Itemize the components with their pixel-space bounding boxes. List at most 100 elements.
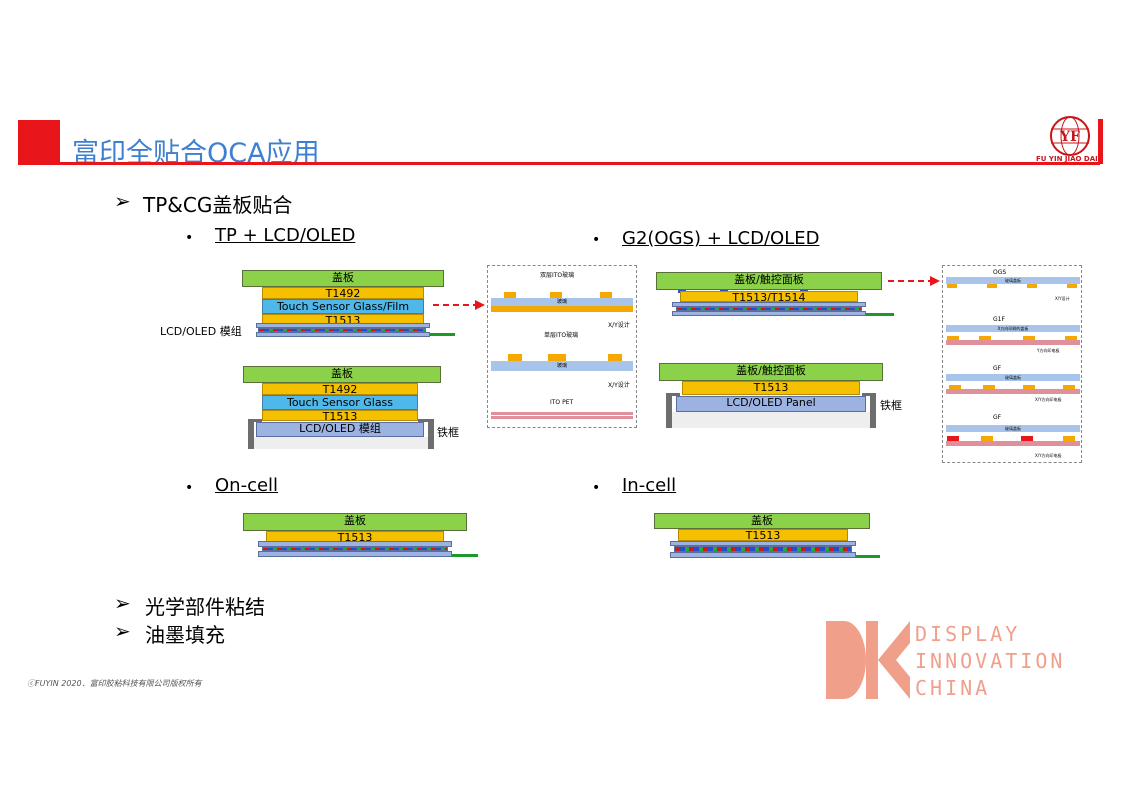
- iron-frame-right: [428, 421, 434, 449]
- iron-frame-right: [870, 394, 876, 428]
- cover-touch-layer: 盖板/触控面板: [656, 272, 882, 290]
- glass-layer: 玻璃: [491, 361, 633, 371]
- fpc-tail: [866, 313, 894, 316]
- ito-pad: [981, 436, 993, 441]
- ito-pad: [608, 354, 622, 361]
- electrode-red: [1021, 436, 1033, 441]
- glass-cover-layer: 玻璃盖板: [946, 425, 1080, 432]
- label-xy-electrode: X/Y方向印电极: [1035, 453, 1062, 458]
- label-g1f: G1F: [993, 316, 1005, 323]
- iron-frame-right-top: [418, 419, 434, 422]
- label-xy-design: X/Y设计: [608, 322, 630, 329]
- subheading-tp: TP + LCD/OLED: [215, 225, 356, 246]
- label-xy-design: X/Y设计: [608, 382, 630, 389]
- color-filter-layer: [676, 307, 862, 311]
- oca-t1513-t1514-layer: T1513/T1514: [680, 291, 858, 302]
- label-xy-design: X/Y设计: [1055, 296, 1070, 301]
- oca-t1513-layer: T1513: [678, 529, 848, 541]
- film-layer: [946, 441, 1080, 446]
- fpc-tail: [430, 333, 455, 336]
- ito-pad: [504, 292, 516, 298]
- subheading-g2: G2(OGS) + LCD/OLED: [622, 228, 820, 249]
- glass-cover-layer: X方向印刷的盖板: [946, 325, 1080, 332]
- brand-line-1: DISPLAY: [915, 622, 1021, 646]
- pet-layer: [491, 412, 633, 415]
- ito-pad: [1067, 284, 1077, 288]
- subheading-incell: In-cell: [622, 475, 677, 496]
- arrow-right-icon: [433, 300, 485, 310]
- color-filter-layer: [674, 546, 852, 552]
- touch-sensor-layer: Touch Sensor Glass/Film: [262, 299, 424, 314]
- glass-cover-layer: 玻璃盖板: [946, 374, 1080, 381]
- lcd-oled-panel-layer: LCD/OLED Panel: [676, 396, 866, 412]
- ito-pad: [983, 385, 995, 389]
- panel-bottom-layer: [256, 332, 430, 337]
- iron-frame-right-top: [862, 393, 876, 396]
- fpc-tail: [856, 555, 880, 558]
- ito-pad: [947, 336, 959, 340]
- logo-caption: FU YIN JIAO DAI: [1036, 155, 1098, 163]
- iron-frame-left-top: [248, 419, 262, 422]
- pet-layer: [491, 416, 633, 419]
- ito-pad: [1063, 385, 1075, 389]
- panel-bottom-layer: [258, 551, 452, 557]
- dic-logo-icon: [826, 621, 910, 699]
- oca-t1492-layer: T1492: [262, 383, 418, 395]
- ito-pad: [979, 336, 991, 340]
- oca-t1513-layer: T1513: [682, 381, 860, 395]
- bullet-incell: •: [592, 480, 601, 496]
- iron-frame-left: [666, 394, 672, 428]
- label-ito-pet: ITO PET: [550, 399, 574, 406]
- ito-pad: [1023, 336, 1035, 340]
- frame-inner: [250, 437, 430, 449]
- arrow-mark: ➢: [114, 619, 131, 643]
- label-gf-2: GF: [993, 414, 1002, 421]
- panel-bottom-layer: [672, 311, 866, 316]
- ito-pad: [1023, 385, 1035, 389]
- cover-layer: 盖板: [243, 513, 467, 531]
- iron-frame-left: [248, 421, 254, 449]
- label-y-electrode: Y方向印电极: [1037, 348, 1060, 353]
- touch-sensor-layer: Touch Sensor Glass: [262, 395, 418, 410]
- company-logo-icon: YF: [1050, 116, 1090, 156]
- film-layer: [946, 340, 1080, 345]
- ito-pad: [1027, 284, 1037, 288]
- ito-glass-box: 双层ITO玻璃 玻璃 X/Y设计 单层ITO玻璃 玻璃 X/Y设计 ITO PE…: [487, 265, 637, 428]
- label-gf: GF: [993, 365, 1002, 372]
- ito-pad: [947, 284, 957, 288]
- subheading-oncell: On-cell: [215, 475, 279, 496]
- color-filter-layer: [258, 328, 426, 332]
- ito-pad: [508, 354, 522, 361]
- cover-layer: 盖板: [654, 513, 870, 529]
- label-ogs: OGS: [993, 269, 1007, 276]
- section-optical: 光学部件粘结: [145, 595, 265, 619]
- cover-layer: 盖板: [243, 366, 441, 383]
- ito-pad: [1065, 336, 1077, 340]
- arrow-right-icon-2: [888, 276, 940, 286]
- brand-text: DISPLAY INNOVATION CHINA: [915, 621, 1065, 702]
- iron-frame-left-top: [666, 393, 680, 396]
- arrow-mark: ➢: [114, 591, 131, 615]
- color-filter-layer: [262, 547, 448, 551]
- panel-bottom-layer: [670, 552, 856, 558]
- ito-pad: [600, 292, 612, 298]
- ito-pad: [1063, 436, 1075, 441]
- glass-cover-layer: 玻璃盖板: [946, 277, 1080, 284]
- header-red-block: [18, 120, 60, 164]
- label-lcd-oled-module: LCD/OLED 模组: [160, 325, 242, 338]
- fpc-tail: [452, 554, 478, 557]
- oca-t1513-layer: T1513: [262, 410, 418, 421]
- ito-layer: [491, 306, 633, 312]
- bullet-g2: •: [592, 232, 601, 248]
- ito-pad: [987, 284, 997, 288]
- panel-top-layer: [670, 541, 856, 546]
- ito-pad: [949, 385, 961, 389]
- cover-layer: 盖板: [242, 270, 444, 287]
- bullet-oncell: •: [185, 480, 194, 496]
- panel-top-layer: [672, 302, 866, 307]
- electrode-red: [947, 436, 959, 441]
- ito-pad: [550, 292, 562, 298]
- panel-top-layer: [258, 541, 452, 547]
- ito-pad: [548, 354, 566, 361]
- arrow-mark: ➢: [114, 189, 131, 213]
